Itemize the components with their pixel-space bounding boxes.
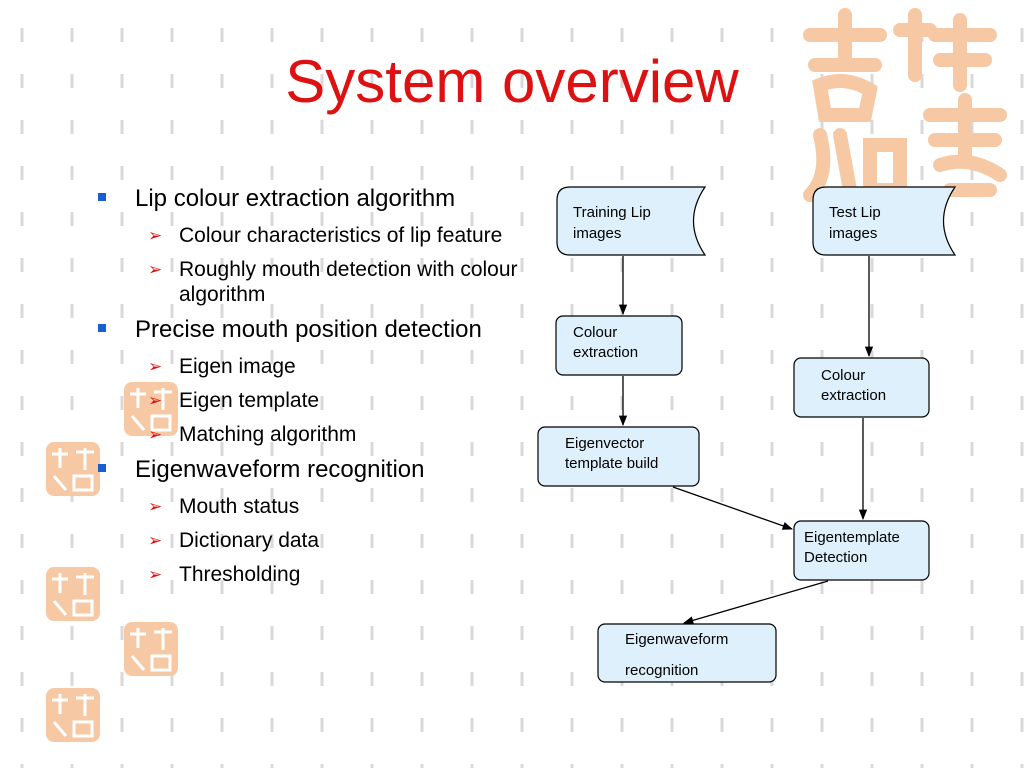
sub-bullet-text: Mouth status [179, 495, 300, 518]
test-lip-images-node: Test Lip images [812, 186, 957, 256]
sub-bullet-item: ➢ Dictionary data [98, 528, 528, 553]
square-bullet-icon [98, 464, 106, 472]
sub-bullet-text: Matching algorithm [179, 423, 357, 446]
arrow-bullet-icon: ➢ [148, 226, 163, 245]
connector-arrow [683, 580, 829, 625]
calligraphy-seal-3 [46, 688, 100, 742]
sub-bullet-item: ➢ Eigen image [98, 354, 528, 379]
node-label: extraction [573, 344, 638, 361]
bullet-item: Lip colour extraction algorithm [98, 184, 528, 214]
arrow-bullet-icon: ➢ [148, 357, 163, 376]
eigentemplate-detection-node: Eigentemplate Detection [793, 520, 930, 581]
eigenwaveform-recognition-node: Eigenwaveform recognition [597, 623, 777, 683]
arrow-bullet-icon: ➢ [148, 425, 163, 444]
slide-title: System overview [285, 48, 739, 115]
bullet-list: Lip colour extraction algorithm ➢ Colour… [98, 184, 528, 587]
node-label: Eigenwaveform [625, 631, 728, 648]
bullet-text: Precise mouth position detection [135, 316, 482, 343]
bullet-text: Lip colour extraction algorithm [135, 185, 456, 212]
bullet-item: Precise mouth position detection [98, 315, 528, 345]
sub-bullet-item: ➢ Eigen template [98, 388, 528, 413]
node-label: Eigentemplate [804, 529, 900, 546]
node-label: recognition [625, 662, 698, 679]
sub-bullet-text: Dictionary data [179, 529, 320, 552]
training-lip-images-node: Training Lip images [556, 186, 707, 256]
bullet-text: Eigenwaveform recognition [135, 456, 425, 483]
arrow-bullet-icon: ➢ [148, 531, 163, 550]
node-label: Colour [821, 367, 865, 384]
node-label: template build [565, 455, 658, 472]
sub-bullet-item: ➢ Roughly mouth detection with colour al… [98, 257, 528, 307]
bullet-item: Eigenwaveform recognition [98, 455, 528, 485]
arrow-bullet-icon: ➢ [148, 565, 163, 584]
arrow-bullet-icon: ➢ [148, 391, 163, 410]
sub-bullet-item: ➢ Thresholding [98, 562, 528, 587]
calligraphy-seal-4 [124, 382, 178, 436]
sub-bullet-item: ➢ Colour characteristics of lip feature [98, 223, 528, 248]
sub-bullet-text: Roughly mouth detection with colour algo… [179, 258, 518, 306]
node-label: Detection [804, 549, 867, 566]
node-label: extraction [821, 387, 886, 404]
eigenvector-template-build-node: Eigenvector template build [537, 426, 700, 487]
sub-bullet-text: Eigen template [179, 389, 320, 412]
sub-bullet-item: ➢ Matching algorithm [98, 422, 528, 447]
node-label: images [829, 225, 877, 242]
square-bullet-icon [98, 324, 106, 332]
node-label: Test Lip [829, 204, 881, 221]
colour-extraction-right-node: Colour extraction [793, 357, 930, 418]
sub-bullet-text: Thresholding [179, 563, 301, 586]
arrow-bullet-icon: ➢ [148, 497, 163, 516]
arrow-bullet-icon: ➢ [148, 260, 163, 279]
connector-arrow [672, 486, 793, 530]
colour-extraction-left-node: Colour extraction [555, 315, 683, 376]
node-label: Colour [573, 324, 617, 341]
node-label: images [573, 225, 621, 242]
calligraphy-seal-5 [124, 622, 178, 676]
square-bullet-icon [98, 193, 106, 201]
sub-bullet-item: ➢ Mouth status [98, 494, 528, 519]
sub-bullet-text: Eigen image [179, 355, 296, 378]
node-label: Training Lip [573, 204, 651, 221]
sub-bullet-text: Colour characteristics of lip feature [179, 224, 503, 247]
node-label: Eigenvector [565, 435, 644, 452]
calligraphy-seal-2 [46, 567, 100, 621]
calligraphy-seal-1 [46, 442, 100, 496]
